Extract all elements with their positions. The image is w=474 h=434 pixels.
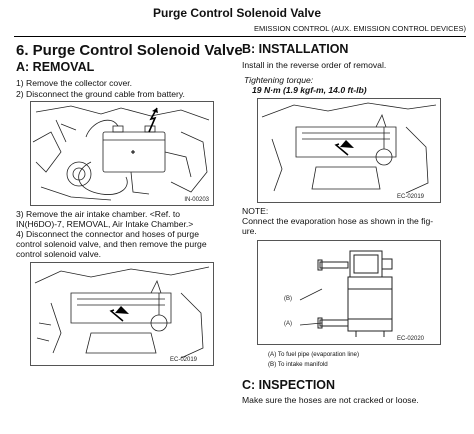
inspection-text: Make sure the hoses are not cracked or l… [242, 395, 419, 405]
note-label: NOTE: [242, 206, 269, 216]
removal-heading: A: REMOVAL [16, 60, 95, 74]
removal-step-2: 2) Disconnect the ground cable from batt… [16, 89, 185, 99]
figure-code: EC-02019 [397, 194, 425, 200]
torque-label: Tightening torque: [244, 75, 314, 85]
torque-value: 19 N·m (1.9 kgf-m, 14.0 ft-lb) [252, 85, 367, 95]
removal-step-4-line-1: 4) Disconnect the connector and hoses of… [16, 229, 199, 239]
valve-location-illustration [34, 266, 210, 359]
legend-item-a: (A) To fuel pipe (evaporation line) [268, 351, 360, 358]
figure-code: EC-02019 [170, 357, 198, 363]
battery-figure: IN-00203 [30, 101, 214, 206]
note-line-1: Connect the evaporation hose as shown in… [242, 216, 434, 226]
page-title: Purge Control Solenoid Valve [152, 6, 322, 20]
hose-label-b: (B) [284, 296, 292, 302]
valve-location-figure-left: EC-02019 [30, 262, 214, 366]
valve-location-figure-right: EC-02019 [257, 98, 441, 203]
figure-code: EC-02020 [397, 336, 425, 342]
removal-step-1: 1) Remove the collector cover. [16, 78, 133, 88]
removal-step-4-line-3: control solenoid valve. [16, 249, 102, 259]
battery-illustration [32, 105, 210, 201]
removal-step-3-line-2: IN(H6DO)-7, REMOVAL, Air Intake Chamber.… [16, 219, 194, 229]
header-divider [14, 36, 466, 37]
figure-code: IN-00203 [184, 197, 209, 203]
legend-item-b: (B) To intake manifold [268, 361, 328, 368]
note-line-2: ure. [242, 226, 257, 236]
page-subtitle: EMISSION CONTROL (AUX. EMISSION CONTROL … [254, 24, 466, 33]
inspection-heading: C: INSPECTION [242, 378, 336, 392]
hose-connection-figure: (B) (A) EC-02020 [257, 240, 441, 345]
hose-label-a: (A) [284, 321, 292, 327]
removal-step-4-line-2: control solenoid valve, and then remove … [16, 239, 207, 249]
hose-connection-diagram [299, 250, 393, 337]
removal-step-3-line-1: 3) Remove the air intake chamber. <Ref. … [16, 209, 181, 219]
valve-location-illustration [261, 102, 437, 194]
section-title: 6. Purge Control Solenoid Valve [16, 42, 243, 59]
installation-text: Install in the reverse order of removal. [242, 60, 387, 70]
installation-heading: B: INSTALLATION [242, 42, 349, 56]
